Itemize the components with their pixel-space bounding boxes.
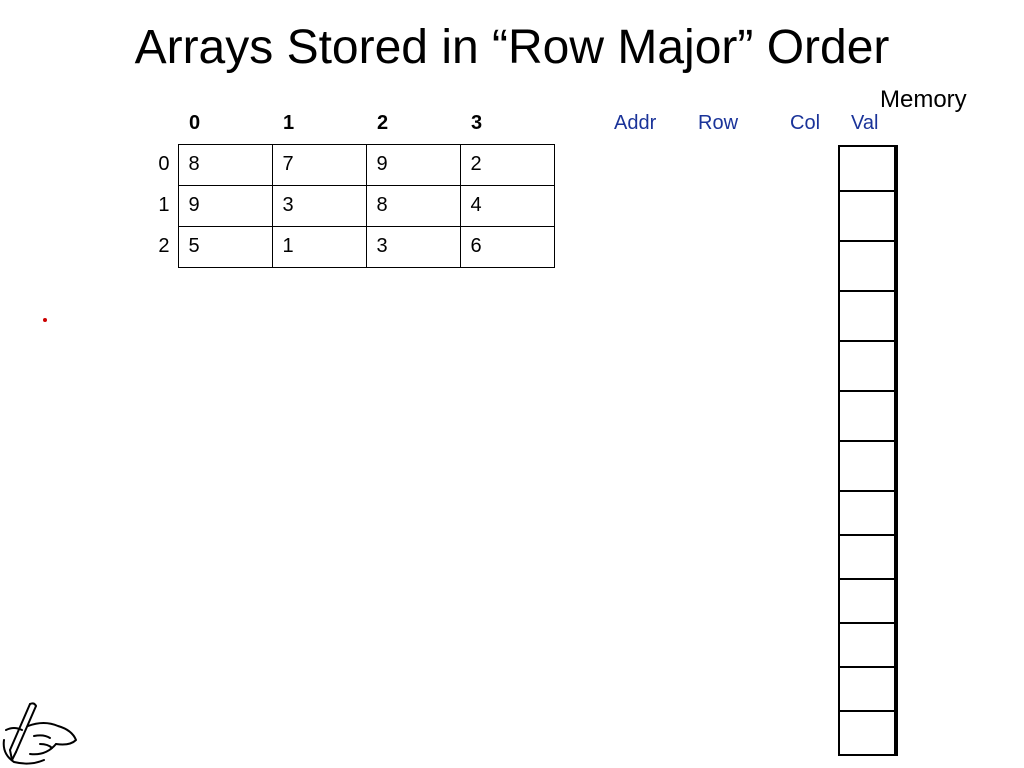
- memory-header-val: Val: [851, 112, 879, 134]
- memory-header-col: Col: [790, 112, 821, 134]
- array-row: 2 5 1 3 6: [140, 225, 555, 268]
- array-cell: 9: [177, 184, 273, 227]
- array-cell: 8: [177, 143, 273, 186]
- memory-label: Memory: [880, 86, 967, 113]
- array-row-header: 2: [158, 235, 170, 257]
- array-row-header: 1: [158, 194, 170, 216]
- red-dot: [43, 318, 47, 322]
- memory-header-row: Row: [698, 112, 739, 134]
- memory-cell: [840, 668, 894, 712]
- array-cell: 2: [459, 143, 555, 186]
- array-col-header: 1: [283, 112, 295, 135]
- memory-cell: [840, 624, 894, 668]
- memory-cell: [840, 442, 894, 492]
- array-cell: 3: [271, 184, 367, 227]
- array-col-header: 3: [471, 112, 483, 135]
- array-cell: 9: [365, 143, 461, 186]
- memory-cell: [840, 580, 894, 624]
- memory-column: [838, 145, 898, 756]
- array-row: 1 9 3 8 4: [140, 184, 555, 227]
- array-cell: 1: [271, 225, 367, 268]
- array-cell: 5: [177, 225, 273, 268]
- memory-cell: [840, 492, 894, 536]
- memory-cell: [840, 292, 894, 342]
- array-row-header: 0: [158, 153, 170, 175]
- array-row: 0 8 7 9 2: [140, 143, 555, 186]
- array-cell: 3: [365, 225, 461, 268]
- array-cell: 7: [271, 143, 367, 186]
- array-col-header-row: 0 1 2 3: [140, 104, 554, 144]
- memory-cell: [840, 147, 894, 192]
- array-table: 0 1 2 3 0 8 7 9 2 1 9 3 8 4 2 5 1 3 6: [140, 104, 555, 268]
- array-cell: 8: [365, 184, 461, 227]
- pen-hand-logo-icon: [2, 702, 77, 765]
- array-corner: [140, 104, 178, 144]
- array-cell: 6: [459, 225, 555, 268]
- memory-cell: [840, 392, 894, 442]
- memory-cell: [840, 536, 894, 580]
- memory-cell: [840, 342, 894, 392]
- memory-header-addr: Addr: [614, 112, 657, 134]
- array-cell: 4: [459, 184, 555, 227]
- memory-cell: [840, 192, 894, 242]
- slide-title: Arrays Stored in “Row Major” Order: [134, 21, 890, 74]
- array-col-header: 2: [377, 112, 389, 135]
- memory-cell: [840, 242, 894, 292]
- memory-cell: [840, 712, 894, 756]
- array-col-header: 0: [189, 112, 201, 135]
